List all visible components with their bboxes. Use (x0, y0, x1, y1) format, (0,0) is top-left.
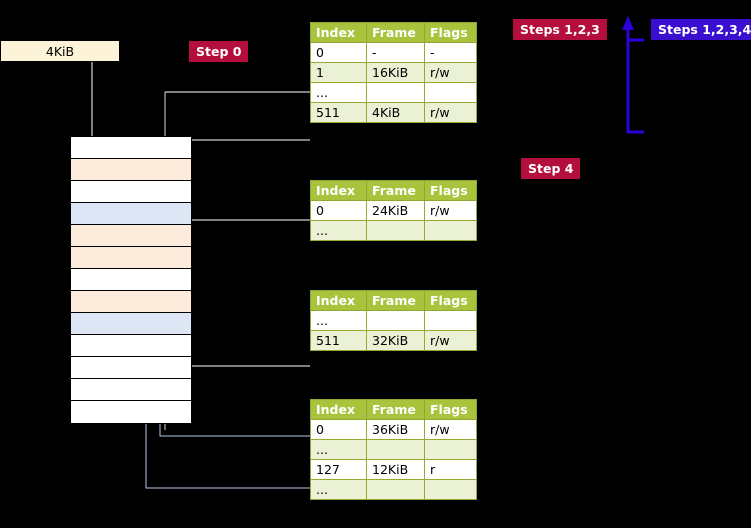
cell-index: 511 (310, 102, 367, 123)
steps-1234-label: Steps 1,2,3,4 (651, 19, 751, 40)
cell-flags: r (424, 459, 477, 480)
memory-row (71, 181, 191, 203)
column-header-flags: Flags (424, 399, 477, 420)
cell-index: 1 (310, 62, 367, 83)
table-header-row: Index Frame Flags (310, 399, 477, 420)
cell-flags (424, 439, 477, 460)
memory-tick (62, 137, 71, 138)
column-header-frame: Frame (366, 22, 425, 43)
cell-flags (424, 220, 477, 241)
cell-frame (366, 479, 425, 500)
column-header-index: Index (310, 180, 367, 201)
cell-index: 127 (310, 459, 367, 480)
cell-index: ... (310, 220, 367, 241)
cell-frame: 16KiB (366, 62, 425, 83)
memory-tick (62, 247, 71, 248)
memory-row (71, 357, 191, 379)
column-header-frame: Frame (366, 399, 425, 420)
memory-row (71, 335, 191, 357)
cell-frame: - (366, 42, 425, 63)
memory-tick (62, 291, 71, 292)
cell-index: ... (310, 439, 367, 460)
cell-index: 0 (310, 419, 367, 440)
table-header-row: Index Frame Flags (310, 180, 477, 201)
cell-flags (424, 310, 477, 331)
cell-frame (366, 220, 425, 241)
table-row: ... (310, 220, 477, 241)
cell-index: 0 (310, 42, 367, 63)
cell-flags: r/w (424, 330, 477, 351)
physical-memory-column (70, 136, 192, 424)
memory-row (71, 159, 191, 181)
table-row: 511 4KiB r/w (310, 102, 477, 123)
memory-tick (62, 225, 71, 226)
memory-tick (62, 181, 71, 182)
pml4-table: Index Frame Flags 0 - - 1 16KiB r/w ... (310, 22, 477, 123)
memory-row (71, 247, 191, 269)
step-0-label: Step 0 (189, 41, 249, 62)
table-row: 511 32KiB r/w (310, 330, 477, 351)
cell-index: 0 (310, 200, 367, 221)
table-row: ... (310, 82, 477, 103)
memory-row (71, 313, 191, 335)
memory-row (71, 137, 191, 159)
cell-frame (366, 439, 425, 460)
cell-flags: r/w (424, 200, 477, 221)
cell-frame (366, 82, 425, 103)
cell-frame: 12KiB (366, 459, 425, 480)
cell-frame: 32KiB (366, 330, 425, 351)
table-row: 1 16KiB r/w (310, 62, 477, 83)
table-row: 0 36KiB r/w (310, 419, 477, 440)
table-row: 0 - - (310, 42, 477, 63)
memory-tick (62, 269, 71, 270)
column-header-frame: Frame (366, 180, 425, 201)
column-header-flags: Flags (424, 180, 477, 201)
column-header-index: Index (310, 290, 367, 311)
cell-frame: 4KiB (366, 102, 425, 123)
table-row: ... (310, 439, 477, 460)
memory-row (71, 379, 191, 401)
memory-row (71, 203, 191, 225)
table-header-row: Index Frame Flags (310, 290, 477, 311)
cell-flags: r/w (424, 419, 477, 440)
table-row: 127 12KiB r (310, 459, 477, 480)
pdp-table: Index Frame Flags 0 24KiB r/w ... (310, 180, 477, 241)
cell-index: ... (310, 82, 367, 103)
memory-tick (62, 159, 71, 160)
table-header-row: Index Frame Flags (310, 22, 477, 43)
column-header-index: Index (310, 399, 367, 420)
steps-123-label: Steps 1,2,3 (513, 19, 607, 40)
frame-4kib-box: 4KiB (0, 40, 120, 62)
memory-row (71, 401, 191, 423)
table-row: 0 24KiB r/w (310, 200, 477, 221)
memory-row (71, 291, 191, 313)
column-header-flags: Flags (424, 290, 477, 311)
memory-row (71, 269, 191, 291)
pt-table: Index Frame Flags 0 36KiB r/w ... 127 12… (310, 399, 477, 500)
memory-row (71, 225, 191, 247)
cell-frame (366, 310, 425, 331)
cell-flags (424, 82, 477, 103)
cell-flags: r/w (424, 62, 477, 83)
step-4-label: Step 4 (521, 158, 581, 179)
memory-tick (62, 203, 71, 204)
pd-table: Index Frame Flags ... 511 32KiB r/w (310, 290, 477, 351)
cell-flags: - (424, 42, 477, 63)
cell-index: ... (310, 479, 367, 500)
cell-index: 511 (310, 330, 367, 351)
column-header-frame: Frame (366, 290, 425, 311)
frame-4kib-label: 4KiB (45, 43, 75, 59)
column-header-flags: Flags (424, 22, 477, 43)
table-row: ... (310, 310, 477, 331)
cell-frame: 24KiB (366, 200, 425, 221)
cell-flags: r/w (424, 102, 477, 123)
cell-index: ... (310, 310, 367, 331)
table-row: ... (310, 479, 477, 500)
column-header-index: Index (310, 22, 367, 43)
cell-flags (424, 479, 477, 500)
memory-tick (62, 313, 71, 314)
cell-frame: 36KiB (366, 419, 425, 440)
